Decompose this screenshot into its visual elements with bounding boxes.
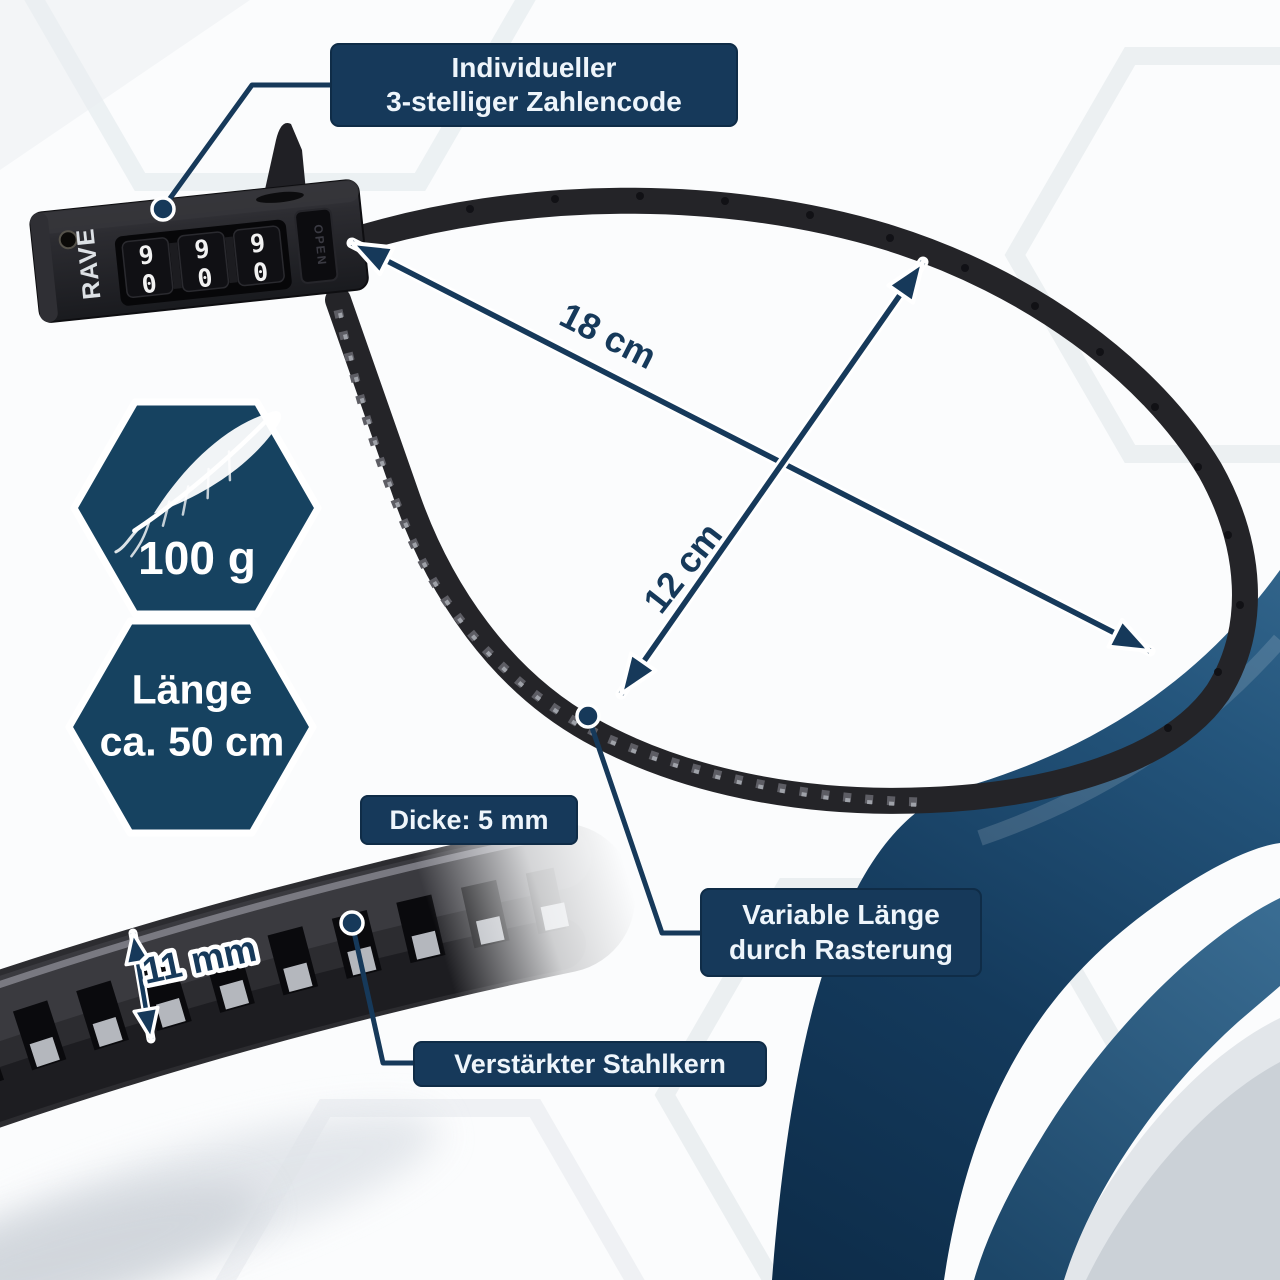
badges bbox=[65, 398, 322, 837]
svg-text:OPEN: OPEN bbox=[311, 224, 329, 267]
arrow-11mm bbox=[124, 928, 160, 1044]
variable-length-connector bbox=[585, 715, 702, 936]
steel-core-callout: Verstärkter Stahlkern bbox=[413, 1041, 767, 1087]
dial: 9 0 bbox=[232, 225, 285, 287]
steel-core-dot bbox=[339, 910, 365, 936]
strap-slot-opening bbox=[256, 191, 304, 203]
lock-hole bbox=[58, 230, 78, 250]
feather-icon bbox=[114, 410, 282, 558]
dial-separator bbox=[169, 242, 182, 289]
variable-length-line1: Variable Länge bbox=[742, 899, 940, 931]
length-badge-line2: ca. 50 cm bbox=[99, 719, 285, 765]
dial-separator bbox=[224, 236, 238, 284]
dial: 9 0 bbox=[177, 231, 230, 293]
svg-text:9: 9 bbox=[249, 228, 267, 258]
open-button: OPEN bbox=[294, 207, 339, 284]
length-badge-line1: Länge bbox=[131, 666, 253, 713]
svg-text:0: 0 bbox=[252, 257, 270, 287]
length-badge-hexagon bbox=[65, 617, 317, 837]
accent-blue-stripe bbox=[974, 898, 1280, 1280]
thickness-callout: Dicke: 5 mm bbox=[360, 795, 578, 845]
code-callout-line1: Individueller bbox=[451, 51, 617, 83]
lock-head: RAVE 9 0 9 0 bbox=[29, 179, 369, 323]
variable-length-line2: durch Rasterung bbox=[728, 933, 954, 965]
dial: 9 0 bbox=[121, 237, 174, 299]
code-callout: Individueller 3-stelliger Zahlencode bbox=[330, 43, 738, 127]
length-badge-label: Länge ca. 50 cm bbox=[100, 664, 285, 769]
svg-text:9: 9 bbox=[137, 240, 155, 270]
photo-fade bbox=[406, 773, 684, 1084]
code-callout-dot bbox=[150, 196, 176, 222]
weight-badge-hexagon bbox=[70, 398, 322, 618]
code-callout-connector bbox=[160, 82, 332, 210]
combination-dials: 9 0 9 0 9 0 bbox=[121, 225, 285, 299]
variable-length-dot bbox=[575, 703, 601, 729]
soft-shadow bbox=[0, 1183, 262, 1280]
arrow-12cm bbox=[615, 256, 929, 700]
code-callout-line2: 3-stelliger Zahlencode bbox=[386, 86, 682, 117]
close-up-strap-photo bbox=[0, 773, 684, 1128]
weight-badge-label: 100 g bbox=[138, 532, 256, 584]
steel-core-connector bbox=[349, 922, 415, 1066]
svg-text:9: 9 bbox=[193, 234, 211, 264]
lock-end-cap bbox=[30, 212, 58, 323]
variable-length-callout: Variable Länge durch Rasterung bbox=[700, 888, 982, 977]
svg-text:0: 0 bbox=[140, 269, 158, 299]
corner-dark-gray-band bbox=[1086, 1062, 1280, 1280]
svg-text:0: 0 bbox=[196, 263, 214, 293]
